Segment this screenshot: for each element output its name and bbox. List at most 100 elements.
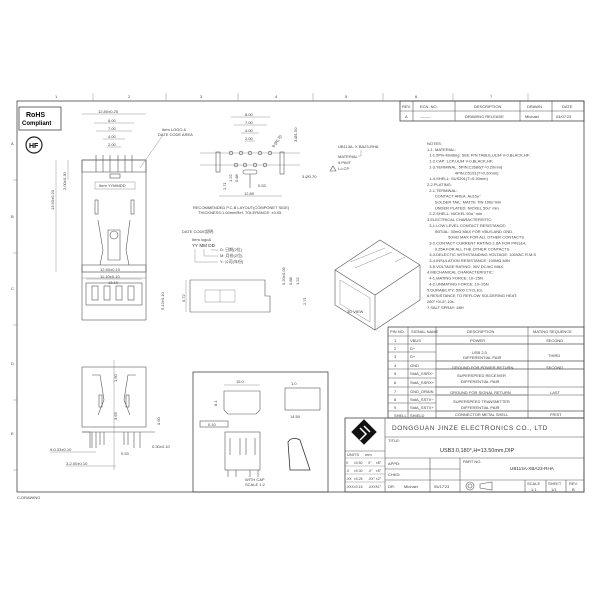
svg-text:7.00: 7.00 xyxy=(108,126,117,131)
svg-text:Item logo&: Item logo& xyxy=(192,237,211,242)
note-line: NOTES: xyxy=(427,141,442,146)
signal-name: SHIELD xyxy=(410,413,425,418)
svg-text:0.88: 0.88 xyxy=(234,173,239,182)
pin-number: SHELL xyxy=(394,413,407,418)
zone-row-label: A xyxy=(11,141,14,146)
svg-text:--------: -------- xyxy=(420,114,431,119)
svg-text:05/17'23: 05/17'23 xyxy=(434,484,450,489)
svg-text:M: 月份(2位): M: 月份(2位) xyxy=(220,252,243,258)
svg-text:12.50±0.10: 12.50±0.10 xyxy=(100,267,121,272)
note-line: 1-4.SHELL: SUS201(T=0.30mm) xyxy=(427,176,488,181)
note-line: 3-2.CONTACT CURRENT RATING:1.8A FOR PIN1… xyxy=(427,240,526,245)
svg-text:9-0.33±0.10: 9-0.33±0.10 xyxy=(50,447,72,452)
compliant-text: Compliant xyxy=(22,121,51,127)
pin-number: 7 xyxy=(394,389,397,394)
svg-text:2.00: 2.00 xyxy=(108,142,117,147)
zone-row-label: D xyxy=(11,361,14,366)
svg-text:DR:: DR: xyxy=(388,484,395,489)
zone-col-label: 2 xyxy=(128,94,131,99)
pin-number: 4 xyxy=(394,363,397,368)
tolerance-cell: ±0.30 xyxy=(354,469,363,473)
svg-text:FRIST: FRIST xyxy=(550,412,562,417)
svg-text:1:1: 1:1 xyxy=(531,487,537,492)
note-line: 3-3.DELECTIC WITHSTANDING VOLTAGE: 100VA… xyxy=(427,252,536,257)
svg-text:12.80: 12.80 xyxy=(244,191,255,196)
tolerance-cell: .X° xyxy=(368,469,373,473)
svg-text:HF: HF xyxy=(29,143,39,150)
svg-text:3-Ø1.50: 3-Ø1.50 xyxy=(293,127,298,142)
svg-text:2.71: 2.71 xyxy=(222,181,227,190)
svg-text:2.00±0.30: 2.00±0.30 xyxy=(62,171,67,190)
note-line: SOLDER TAIL: MATTE TIN 100u"min xyxy=(427,200,501,205)
tolerance-cell: .XX° xyxy=(368,477,375,481)
svg-text:REV.: REV. xyxy=(569,481,578,486)
drawing-type-label: C-DRAWING xyxy=(17,495,40,500)
svg-text:0.53: 0.53 xyxy=(258,183,267,188)
svg-text:DRAWN: DRAWN xyxy=(527,104,542,109)
svg-text:CONNECTOR METAL SHELL: CONNECTOR METAL SHELL xyxy=(455,412,509,417)
pin-number: 2 xyxy=(394,346,397,351)
signal-name: StdA_SSTX− xyxy=(410,397,434,402)
svg-text:0.10: 0.10 xyxy=(208,422,217,427)
svg-text:1.0: 1.0 xyxy=(291,381,297,386)
svg-text:8.00: 8.00 xyxy=(245,112,254,117)
svg-text:DATE CODE說明:: DATE CODE說明: xyxy=(182,228,214,234)
svg-text:D: 日期(2位): D: 日期(2位) xyxy=(220,246,243,252)
rohs-text: RoHS xyxy=(26,112,45,119)
svg-text:3-2.00±0.10: 3-2.00±0.10 xyxy=(66,461,88,466)
pin-number: 8 xyxy=(394,397,397,402)
svg-text:WITH CAP: WITH CAP xyxy=(245,477,265,482)
svg-text:MATING SEQUENCE: MATING SEQUENCE xyxy=(533,329,572,334)
svg-text:12.80±0.25: 12.80±0.25 xyxy=(98,109,119,114)
svg-text:POWER: POWER xyxy=(470,338,485,343)
flatness-callout xyxy=(199,420,229,428)
front-view: Item YYMMDD 12.80±0.25 8.00 7.00 4.00 2.… xyxy=(50,109,193,285)
warning-triangle-icon xyxy=(329,165,337,172)
note-line: 3-1.LOW LEVEL CONTACT RESISTANCE: xyxy=(427,223,506,228)
svg-text:DIFFERENTIAL PAIR: DIFFERENTIAL PAIR xyxy=(461,379,500,384)
pin-number: 5 xyxy=(394,371,397,376)
svg-text:1/1: 1/1 xyxy=(551,487,557,492)
tolerance-cell: ±5° xyxy=(376,469,382,473)
svg-text:APPD:: APPD: xyxy=(388,461,400,466)
svg-text:13.50±0.20: 13.50±0.20 xyxy=(50,189,55,210)
note-line: 1-1. MATERIAL: xyxy=(427,147,456,152)
tolerance-cell: .XX xyxy=(346,477,352,481)
note-line: 50mΩ MAX FOR ALL OTHER CONTACTS xyxy=(427,235,524,240)
svg-text:Michael: Michael xyxy=(525,114,539,119)
svg-text:PART NO.: PART NO. xyxy=(463,459,481,464)
pcb-hole xyxy=(252,162,258,168)
revision-table: REV. ECN. NO. DESCRIPTION DRAWN DATE A -… xyxy=(399,100,585,122)
cap-detail-view: 15.0 8.1 1.0 14.50 0.10 WITH CAP SCALE 1… xyxy=(192,371,329,493)
svg-text:3-Ø0.70: 3-Ø0.70 xyxy=(302,174,317,179)
note-line: 2-2.SHELL: NICKEL 50u" min xyxy=(427,211,482,216)
svg-text:8.1: 8.1 xyxy=(213,400,218,406)
svg-text:UB113A- X BA23-RHA: UB113A- X BA23-RHA xyxy=(338,144,379,149)
company-logo xyxy=(351,419,377,445)
note-line: 4PIN:C5191(T=0.20mm) xyxy=(427,170,499,175)
svg-text:4.00: 4.00 xyxy=(108,134,117,139)
svg-text:SECOND: SECOND xyxy=(546,365,563,370)
svg-text:PIN NO.: PIN NO. xyxy=(390,329,405,334)
tolerance-cell: ±0.25 xyxy=(354,477,363,481)
bottom-view: 1.50 3.63 0.50 9-0.33±0.10 0.30±0.10 0.5… xyxy=(50,360,171,470)
svg-text:SCALE 1:2: SCALE 1:2 xyxy=(245,482,266,487)
svg-text:SHEET: SHEET xyxy=(548,481,562,486)
svg-text:MATERIAL: MATERIAL xyxy=(338,154,358,159)
note-line: 4.MECHANICAL CHARACTERISTIC: xyxy=(427,270,494,275)
svg-text:DATE: DATE xyxy=(562,104,573,109)
svg-text:mm: mm xyxy=(365,452,372,457)
note-line: 1-2.CAP: LCP,UL94 V-0,BLACK,HF; xyxy=(427,159,493,164)
pcb-hole xyxy=(233,162,239,168)
svg-text:USB3.0,180°,H=13.50mm,DIP: USB3.0,180°,H=13.50mm,DIP xyxy=(440,448,515,454)
svg-text:0.30±0.10: 0.30±0.10 xyxy=(152,444,171,449)
svg-text:04/07'23: 04/07'23 xyxy=(556,114,572,119)
svg-text:Y: 公司(年份): Y: 公司(年份) xyxy=(220,258,244,264)
note-line: 1-3.TERMINAL: 5PIN:C2680(T=0.20mm) xyxy=(427,164,503,169)
svg-text:L:LCP: L:LCP xyxy=(338,166,349,171)
svg-text:DIFFERENTIAL PAIR: DIFFERENTIAL PAIR xyxy=(461,405,500,410)
tolerance-cell: ±0.15 xyxy=(354,485,363,489)
svg-text:SIGNAL NAME: SIGNAL NAME xyxy=(411,329,439,334)
tolerance-cell: ±8° xyxy=(376,461,382,465)
